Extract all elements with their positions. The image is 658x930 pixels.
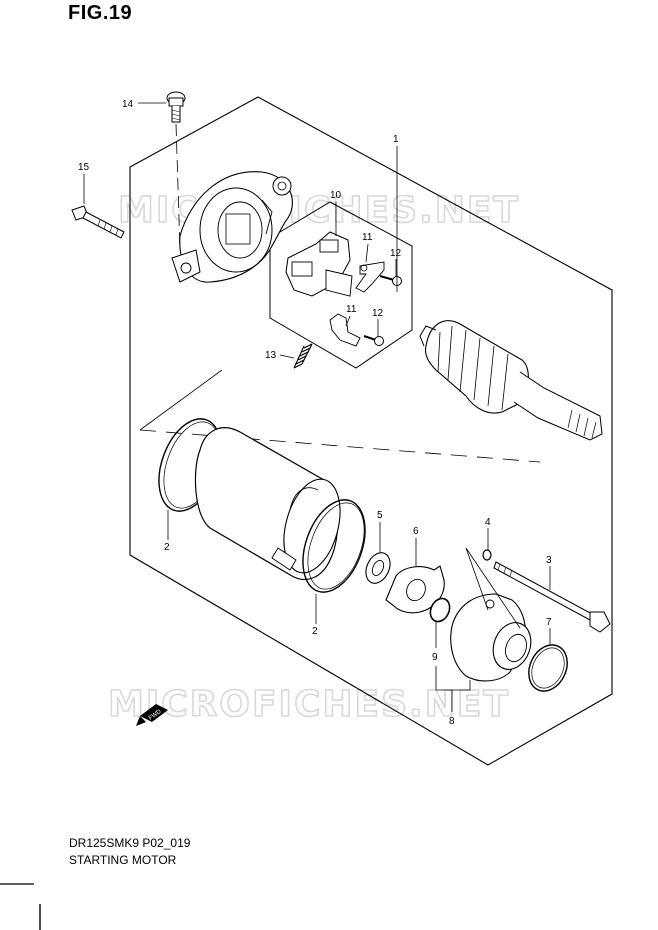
spring-13 xyxy=(293,343,313,369)
screw-14-guide xyxy=(175,123,181,251)
callout-11b: 11 xyxy=(346,304,357,315)
callout-10: 10 xyxy=(330,190,342,201)
callout-15: 15 xyxy=(78,162,90,173)
terminal-11-lower xyxy=(329,313,361,347)
callout-13: 13 xyxy=(265,350,277,361)
callout-8: 8 xyxy=(449,716,455,727)
callout-12a: 12 xyxy=(390,248,402,259)
yoke-housing xyxy=(194,427,341,581)
o-ring-2-right xyxy=(302,499,366,593)
callout-12b: 12 xyxy=(372,308,384,319)
screw-12-lower xyxy=(363,335,384,346)
leader-8-bracket xyxy=(435,666,471,691)
assembly-name: STARTING MOTOR xyxy=(69,853,177,867)
callout-3: 3 xyxy=(546,555,552,566)
callout-4: 4 xyxy=(485,517,491,528)
rear-cover xyxy=(171,171,293,283)
screw-14 xyxy=(166,91,186,123)
bolt-15 xyxy=(71,205,125,239)
callout-7: 7 xyxy=(546,617,552,628)
o-ring-7 xyxy=(528,644,568,692)
washer-5-hole xyxy=(371,559,385,577)
callout-2a: 2 xyxy=(164,542,170,553)
figure-title: FIG.19 xyxy=(68,2,133,24)
oil-seal-9 xyxy=(429,597,451,623)
o-ring-2-right-inner xyxy=(307,502,365,590)
screw-12-upper xyxy=(379,275,402,286)
long-bolt-3 xyxy=(493,561,611,633)
lock-plate-6 xyxy=(385,565,445,614)
assembly-frame xyxy=(129,96,613,766)
fwd-arrow-icon xyxy=(136,704,168,726)
brush-subframe xyxy=(269,201,413,369)
leader-11a xyxy=(365,243,369,263)
dash-line-left xyxy=(139,369,223,431)
washer-4 xyxy=(482,549,492,561)
brush-holder xyxy=(285,231,353,297)
washer-5 xyxy=(365,552,391,584)
front-cover xyxy=(450,593,532,682)
callout-5: 5 xyxy=(377,510,383,521)
terminal-11-upper xyxy=(355,261,385,293)
leader-11b xyxy=(345,315,351,327)
o-ring-7-inner xyxy=(531,647,565,689)
callout-1: 1 xyxy=(393,134,399,145)
leader-13 xyxy=(279,354,295,359)
callout-14: 14 xyxy=(122,99,134,110)
callout-9: 9 xyxy=(432,652,438,663)
bolt-guide-b xyxy=(465,547,521,629)
terminal-11-upper-hole xyxy=(360,264,368,272)
callout-11a: 11 xyxy=(362,232,373,243)
callout-2b: 2 xyxy=(312,626,318,637)
bolt-guide-a xyxy=(465,547,489,611)
armature xyxy=(419,320,603,441)
callout-6: 6 xyxy=(413,526,419,537)
drawing-code: DR125SMK9 P02_019 xyxy=(69,836,191,850)
